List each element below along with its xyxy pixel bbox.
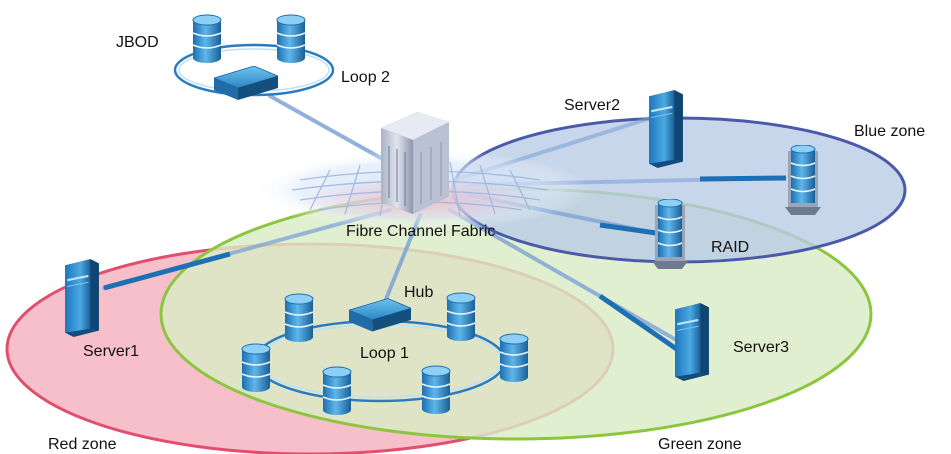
jbod-disk-icon-2 [276, 14, 306, 64]
fabric-switch-icon [381, 112, 449, 214]
raid-link [599, 222, 657, 236]
loop1-disk-icon-1 [284, 293, 314, 343]
loop1-disk-icon-4 [499, 333, 529, 383]
red-zone-label: Red zone [48, 436, 117, 453]
hub-label: Hub [404, 284, 433, 301]
loop1-disk-icon-3 [241, 343, 271, 393]
raid-label: RAID [711, 239, 749, 256]
server2-icon [648, 88, 684, 168]
loop1-label: Loop 1 [360, 345, 409, 362]
jbod-label: JBOD [116, 34, 159, 51]
server2-label: Server2 [564, 97, 620, 114]
server3-label: Server3 [733, 339, 789, 356]
loop1-disk-icon-6 [421, 365, 451, 415]
jbod-disk-icon-1 [192, 14, 222, 64]
loop2-label: Loop 2 [341, 69, 390, 86]
server1-label: Server1 [83, 343, 139, 360]
server1-icon [64, 257, 100, 337]
server1-link [103, 251, 231, 291]
raid-icon [651, 199, 689, 269]
green-zone-label: Green zone [658, 436, 742, 453]
server3-link [598, 293, 680, 353]
loop1-disk-icon-2 [446, 292, 476, 342]
blue-zone-label: Blue zone [854, 123, 925, 140]
blue-link [699, 175, 787, 182]
loop1-disk-icon-5 [322, 366, 352, 416]
blue-zone-storage-icon [784, 145, 822, 215]
fabric-label: Fibre Channel Fabric [346, 223, 495, 240]
server3-icon [674, 301, 710, 381]
